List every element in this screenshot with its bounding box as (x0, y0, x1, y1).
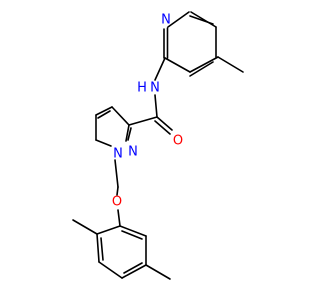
bond (128, 116, 158, 126)
bond (114, 159, 119, 188)
bond (156, 116, 173, 131)
bond (154, 120, 171, 135)
bond (125, 124, 130, 142)
bond (117, 209, 121, 227)
carbonyl-oxygen-label: O (173, 134, 183, 149)
bond (154, 94, 158, 118)
bond (154, 57, 166, 81)
bond (116, 186, 119, 196)
pyrazole-n1-label: N (113, 147, 123, 162)
bond (190, 11, 217, 28)
bond (123, 262, 143, 274)
bond (189, 61, 214, 77)
bond (96, 233, 100, 263)
ether-oxygen-label: O (112, 195, 122, 210)
bond (189, 15, 214, 25)
bond (217, 56, 244, 73)
bond (111, 106, 130, 126)
bond (95, 139, 112, 147)
amide-nitrogen-label: N (150, 81, 160, 96)
bond-layer (72, 11, 244, 280)
bond (127, 127, 132, 141)
bond (121, 230, 143, 240)
bond (100, 237, 104, 261)
amide-hydrogen-label: H (137, 81, 147, 96)
canvas-background (0, 0, 300, 300)
bond (167, 11, 190, 28)
atom-label-layer: N N H O N N O (112, 13, 183, 210)
bond (72, 219, 98, 235)
bond (95, 106, 113, 116)
molecule-structure: N N H O N N O (0, 0, 300, 300)
bond (96, 225, 121, 235)
bond (121, 264, 147, 279)
bond (189, 56, 219, 73)
bond (119, 225, 147, 237)
bond (145, 264, 171, 280)
pyridine-nitrogen-label: N (161, 13, 171, 28)
bond (164, 57, 191, 73)
pyrazole-n2-label: N (128, 145, 138, 160)
bond (97, 110, 111, 119)
bond (98, 261, 123, 279)
